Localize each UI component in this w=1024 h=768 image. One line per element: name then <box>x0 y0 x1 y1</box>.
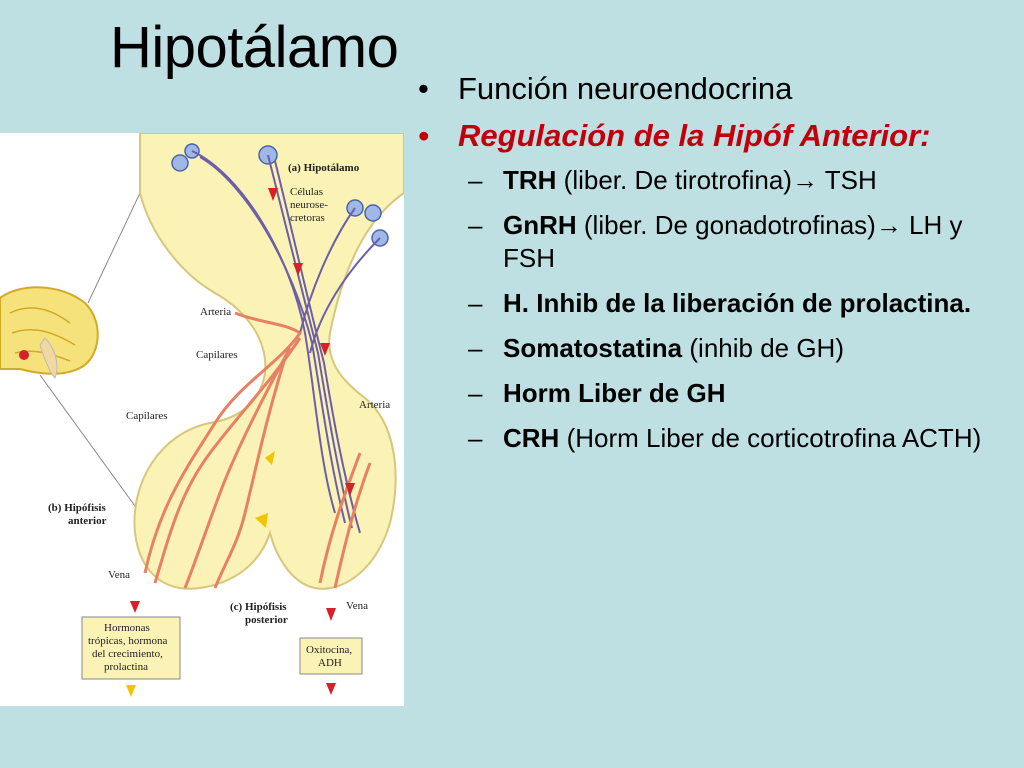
bullet-item: • Regulación de la Hipóf Anterior: <box>418 117 1018 154</box>
label-anterior-1: (b) Hipófisis <box>48 502 106 514</box>
label-posterior-2: posterior <box>245 614 288 626</box>
label-box2-1: Oxitocina, <box>306 644 352 656</box>
sub-bullet-text: (Horm Liber de corticotrofina ACTH) <box>559 423 982 453</box>
bullet-text: Función neuroendocrina <box>458 71 793 106</box>
label-box2-2: ADH <box>318 657 342 669</box>
axon-bundle <box>191 150 381 534</box>
bullet-mark: • <box>418 118 429 153</box>
label-vena-left: Vena <box>108 569 130 581</box>
label-cells-1: Células <box>290 186 323 198</box>
sub-bullet-bold: TRH <box>503 165 557 195</box>
anterior-output-box <box>81 616 181 680</box>
bullet-item: • Función neuroendocrina <box>418 70 1018 107</box>
dash-mark: – <box>468 210 483 240</box>
sub-bullet-item: – Horm Liber de GH <box>418 377 1018 410</box>
bullet-mark: • <box>418 71 429 106</box>
sub-bullet-text: (liber. De tirotrofina)→ TSH <box>556 165 877 195</box>
bullet-text: Regulación de la Hipóf Anterior: <box>458 118 931 153</box>
sub-bullet-item: – H. Inhib de la liberación de prolactin… <box>418 287 1018 320</box>
dash-mark: – <box>468 288 483 318</box>
label-arteria-right: Arteria <box>359 399 390 411</box>
pituitary-body <box>133 133 404 590</box>
slide-title: Hipotálamo <box>110 15 399 80</box>
bullet-list: • Función neuroendocrina • Regulación de… <box>418 70 1018 467</box>
dash-mark: – <box>468 378 483 408</box>
label-arteria-left: Arteria <box>200 306 231 318</box>
label-hypothalamus: (a) Hipotálamo <box>288 162 360 174</box>
label-anterior-2: anterior <box>68 515 107 527</box>
sub-bullet-item: – TRH (liber. De tirotrofina)→ TSH <box>418 164 1018 197</box>
label-vena-right: Vena <box>346 600 368 612</box>
sub-bullet-bold: Somatostatina <box>503 333 683 363</box>
sub-bullet-item: – Somatostatina (inhib de GH) <box>418 332 1018 365</box>
sub-bullet-item: – GnRH (liber. De gonadotrofinas)→ LH y … <box>418 209 1018 275</box>
label-box1-3: del crecimiento, <box>92 648 163 660</box>
sub-bullet-bold: CRH <box>503 423 560 453</box>
label-cells-2: neurose- <box>290 199 328 211</box>
label-cells-3: cretoras <box>290 212 325 224</box>
hypothalamus-figure: (a) Hipotálamo Células neurose- cretoras… <box>0 133 404 706</box>
portal-vessels <box>143 311 372 589</box>
label-box1-4: prolactina <box>104 661 148 673</box>
dash-mark: – <box>468 165 483 195</box>
sub-bullet-text: (inhib de GH) <box>682 333 844 363</box>
secretion-arrows <box>126 188 355 697</box>
label-capilares-1: Capilares <box>196 349 238 361</box>
posterior-output-box <box>299 637 363 675</box>
pituitary-diagram: (a) Hipotálamo Células neurose- cretoras… <box>0 133 404 697</box>
sub-bullet-bold: H. Inhib de la liberación de prolactina. <box>503 288 972 318</box>
dash-mark: – <box>468 423 483 453</box>
sub-bullet-text: (liber. De gonadotrofinas)→ LH y FSH <box>503 210 963 273</box>
label-box1-2: trópicas, hormona <box>88 635 168 647</box>
brain-inset <box>0 192 141 514</box>
sub-bullet-bold: Horm Liber de GH <box>503 378 726 408</box>
sub-bullet-bold: GnRH <box>503 210 577 240</box>
label-posterior-1: (c) Hipófisis <box>230 601 287 613</box>
label-box1-1: Hormonas <box>104 622 150 634</box>
dash-mark: – <box>468 333 483 363</box>
sub-bullet-item: – CRH (Horm Liber de corticotrofina ACTH… <box>418 422 1018 455</box>
label-capilares-2: Capilares <box>126 410 168 422</box>
